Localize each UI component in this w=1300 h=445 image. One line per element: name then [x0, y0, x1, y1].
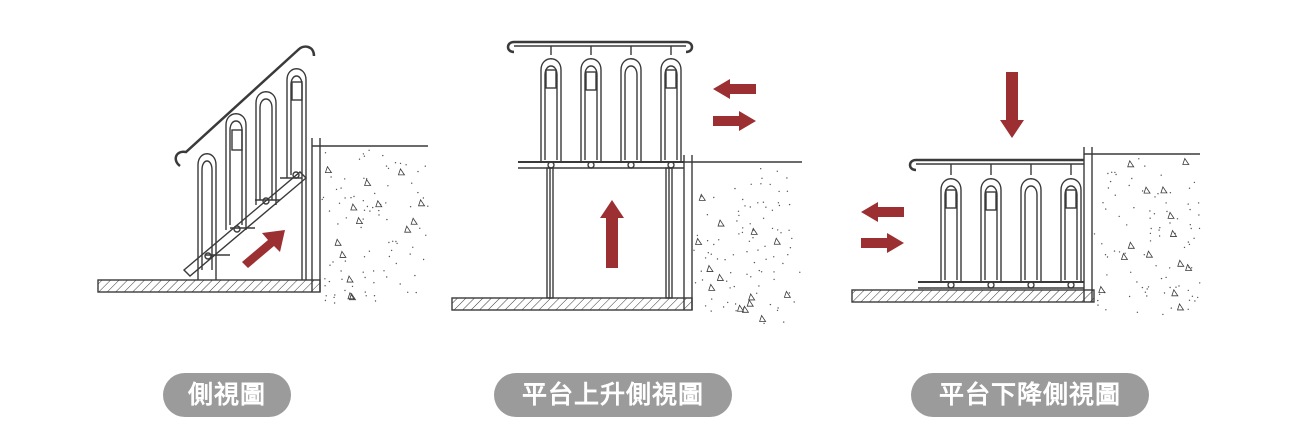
- handrail: [506, 40, 694, 54]
- soil-texture: [321, 149, 429, 304]
- right-arrow: [713, 111, 756, 131]
- panel-platform-lowering: [851, 72, 1201, 316]
- bike-rack-hoops: [540, 46, 682, 169]
- bike-rack-hoops: [940, 164, 1082, 289]
- lift-diagonal-arrow: [242, 230, 285, 268]
- handrail: [174, 45, 316, 167]
- stair-treads: [205, 177, 302, 256]
- soil-block: [683, 155, 802, 310]
- caption-side-view: 側視圖: [163, 373, 291, 417]
- left-arrow: [861, 202, 904, 222]
- up-arrow: [600, 200, 624, 268]
- bike-rack-hoops: [197, 68, 307, 280]
- caption-platform-rising: 平台上升側視圖: [494, 373, 732, 417]
- down-arrow: [1000, 72, 1024, 138]
- handrail: [908, 158, 1084, 172]
- ground-slab: [851, 289, 1095, 303]
- soil-block: [1083, 147, 1200, 302]
- right-arrow: [861, 233, 904, 253]
- soil-block: [311, 138, 428, 292]
- lift-posts: [546, 167, 673, 299]
- panel-platform-rising: [451, 40, 802, 325]
- soil-texture: [1093, 157, 1201, 316]
- soil-texture: [693, 168, 801, 325]
- ground-slab: [97, 279, 321, 293]
- ground-slab: [451, 297, 693, 311]
- panel-side-view: [97, 45, 429, 304]
- caption-platform-lowering: 平台下降側視圖: [911, 373, 1149, 417]
- left-arrow: [713, 79, 756, 99]
